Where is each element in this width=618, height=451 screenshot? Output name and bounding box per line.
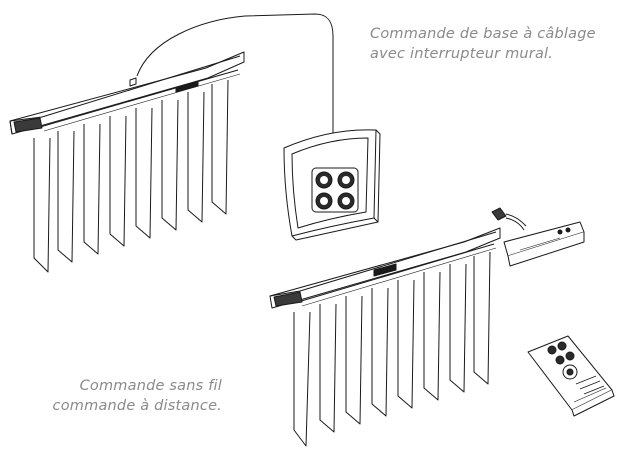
wireless-caption-line-1: Commande sans fil (79, 378, 222, 394)
wireless-caption-line-2: commande à distance. (52, 398, 222, 414)
wireless-control-caption: Commande sans fil commande à distance. (53, 376, 222, 416)
remote-button-icon (557, 341, 567, 351)
switch-buttons (311, 167, 359, 213)
wired-vertical-blind (9, 13, 334, 273)
remote-button-icon (547, 345, 557, 355)
wired-caption-line-2: avec interrupteur mural. (370, 46, 554, 62)
receiver-module (491, 207, 585, 267)
wired-caption-line-1: Commande de base à câblage (370, 26, 596, 42)
wiring-cable (136, 13, 334, 138)
bottom-blind-vanes (293, 251, 491, 447)
wired-control-caption: Commande de base à câblage avec interrup… (370, 24, 596, 64)
remote-button-icon (565, 351, 575, 361)
top-headrail (9, 51, 245, 135)
top-blind-vanes (33, 79, 229, 273)
bottom-headrail (269, 227, 501, 309)
remote-control (527, 335, 615, 417)
wall-switch (283, 129, 381, 241)
wireless-vertical-blind (269, 227, 501, 447)
remote-button-icon (555, 355, 565, 365)
